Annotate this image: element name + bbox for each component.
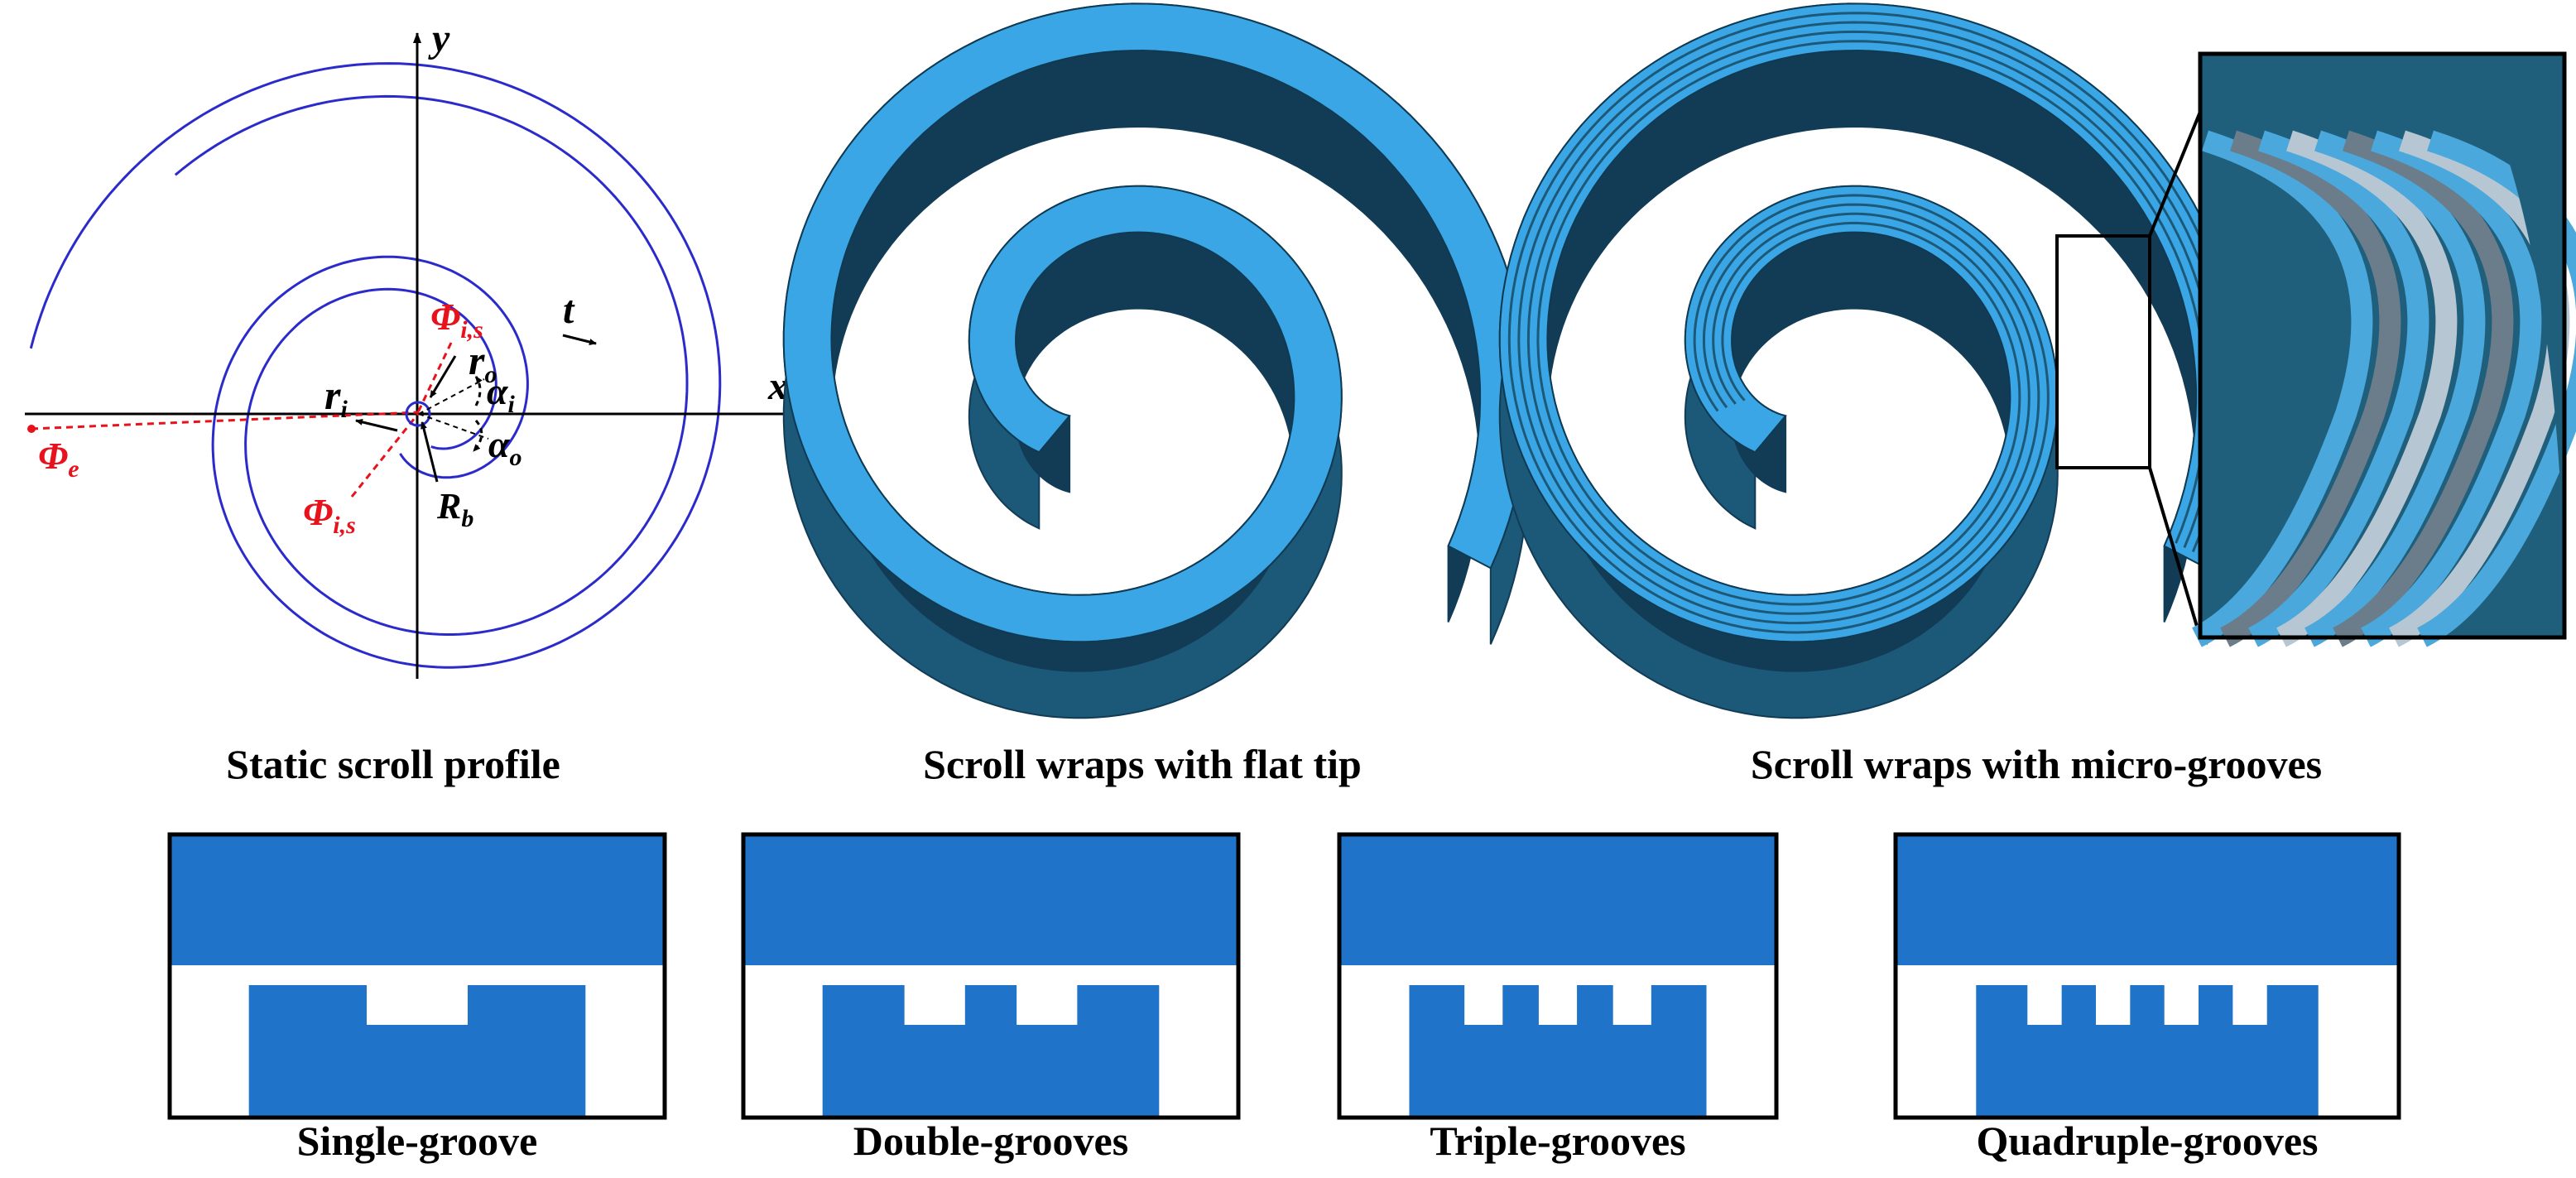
alpha-o-label: αo [488,423,521,471]
groove-caption: Single-groove [297,1118,538,1164]
groove-top-block [170,834,665,965]
groove-cross-sections: Single-groove Double-grooves Triple-groove… [167,832,2401,1164]
phi-is-bottom-label: Φi,s [303,491,356,539]
zoom-inset [2191,51,2576,647]
inset-groove-band [2247,130,2429,647]
profile-spirals [29,62,722,669]
inset-groove-band [2276,130,2458,647]
phi-is-top-dashed-line [416,342,453,413]
inset-edge-fill [2467,54,2564,637]
groove-section-frame [167,832,667,1120]
inset-groove-band [2304,130,2486,647]
alpha-o-arc [472,420,483,453]
alpha-i-label: αi [487,370,515,418]
r-b-arrow [421,421,439,483]
inset-groove-arcs [2191,54,2576,647]
groove-section-frame [1337,832,1779,1120]
r-o-arrow [429,355,457,398]
r-i-arrow [355,418,398,432]
flat-tip-scroll-panel: Scroll wraps with flat tip [782,2,1529,787]
inner-wall-curve [174,94,689,636]
caption-static-scroll-profile: Static scroll profile [226,741,560,787]
phi-is-bottom-dashed-line [350,413,420,498]
scroll-wrap-flat-3d [782,2,1529,719]
groove-bottom-block [1409,985,1707,1118]
zoom-leader-top [2148,111,2202,237]
caption-micro-grooves: Scroll wraps with micro-grooves [1751,741,2322,787]
alpha-leader-2 [418,413,489,440]
groove-section-2: Double-grooves [741,832,1241,1164]
phi-e-point [27,425,36,433]
t-label: t [563,288,575,332]
y-axis-label: y [428,17,450,60]
inset-groove-band [2388,130,2570,647]
micro-groove-line [1536,40,2208,606]
inset-groove-band [2360,130,2542,647]
r-b-label: Rb [436,486,473,532]
groove-section-4: Quadruple-grooves [1893,832,2401,1164]
zoom-inset-border [2198,51,2567,640]
phi-is-top-label: Φi,s [430,296,483,344]
base-circle [405,401,431,427]
groove-top-block [1339,834,1776,965]
scroll-wrap-grooved-3d [1498,2,2245,719]
micro-groove-scroll-panel: Scroll wraps with micro-grooves [1498,2,2576,787]
groove-section-1: Single-groove [167,832,667,1164]
inset-groove-band [2191,130,2373,647]
alpha-i-arc [474,376,483,406]
phi-e-label: Φe [38,435,79,483]
zoom-leader-bottom [2148,467,2202,638]
static-scroll-profile-panel: y x Φe Φi,s Φi,s ro ri t αi αo Rb Static… [25,17,802,787]
r-o-label: ro [469,337,497,388]
groove-bottom-block [248,985,586,1118]
groove-section-3: Triple-grooves [1337,832,1779,1164]
caption-flat-tip: Scroll wraps with flat tip [923,741,1362,787]
inset-groove-band [2332,130,2514,647]
groove-caption: Double-grooves [853,1118,1128,1164]
zoom-box [2055,234,2151,469]
inset-groove-band [2219,130,2401,647]
groove-section-frame [741,832,1241,1120]
micro-groove-line [1526,30,2217,615]
groove-bottom-block [1976,985,2319,1118]
micro-groove-line [1517,21,2227,625]
outer-wall-curve [29,62,722,669]
t-arrow [562,334,597,345]
groove-caption: Triple-grooves [1430,1118,1685,1164]
micro-groove-line [1507,12,2236,634]
scroll-top-face [782,2,1529,643]
r-i-label: ri [324,372,348,423]
groove-bottom-block [822,985,1160,1118]
groove-top-block [743,834,1238,965]
groove-top-block [1896,834,2399,965]
alpha-leader-1 [418,378,485,415]
groove-section-frame [1893,832,2401,1120]
groove-caption: Quadruple-grooves [1977,1118,2319,1164]
